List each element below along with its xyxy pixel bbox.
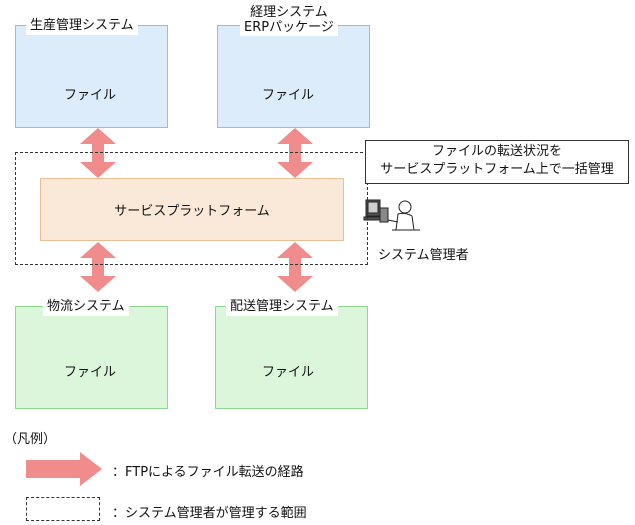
system-label-production: 生産管理システム [26,17,138,35]
legend-arrow-label: ：FTPによるファイル転送の経路 [112,465,304,480]
system-label-logistics: 物流システム [43,298,129,316]
file-label-logistics: ファイル [64,365,117,380]
system-box-logistics [15,306,168,409]
system-box-delivery [215,306,368,409]
transfer-arrow-logistics [80,242,116,292]
admin-label: システム管理者 [378,248,469,263]
system-label-delivery: 配送管理システム [226,298,338,316]
managed-range-box [15,152,368,265]
callout-line1: ファイルの転送状況を [431,144,562,159]
legend-arrow-icon [26,452,102,486]
transfer-arrow-delivery [277,242,313,292]
system-box-accounting [217,25,370,128]
person-at-computer-icon [363,199,420,231]
transfer-arrow-accounting [277,128,313,178]
callout-line2: サービスプラットフォーム上で一括管理 [380,162,614,177]
service-platform: サービスプラットフォーム [40,178,344,241]
transfer-arrow-production [80,128,116,178]
file-label-production: ファイル [64,88,117,103]
legend-dashed-box-icon [26,497,100,521]
callout-box: ファイルの転送状況を サービスプラットフォーム上で一括管理 [365,140,629,184]
legend-dashed-label: ：システム管理者が管理する範囲 [112,506,307,521]
legend-title: （凡例） [4,432,57,447]
service-platform-label: サービスプラットフォーム [114,204,270,219]
system-label-accounting-line1: 経理システム [250,5,328,20]
file-label-delivery: ファイル [262,365,315,380]
file-label-accounting: ファイル [262,88,315,103]
system-label-accounting-line2: ERPパッケージ [244,20,334,35]
system-label-accounting: 経理システム ERPパッケージ [240,4,338,36]
system-box-production [15,25,168,128]
